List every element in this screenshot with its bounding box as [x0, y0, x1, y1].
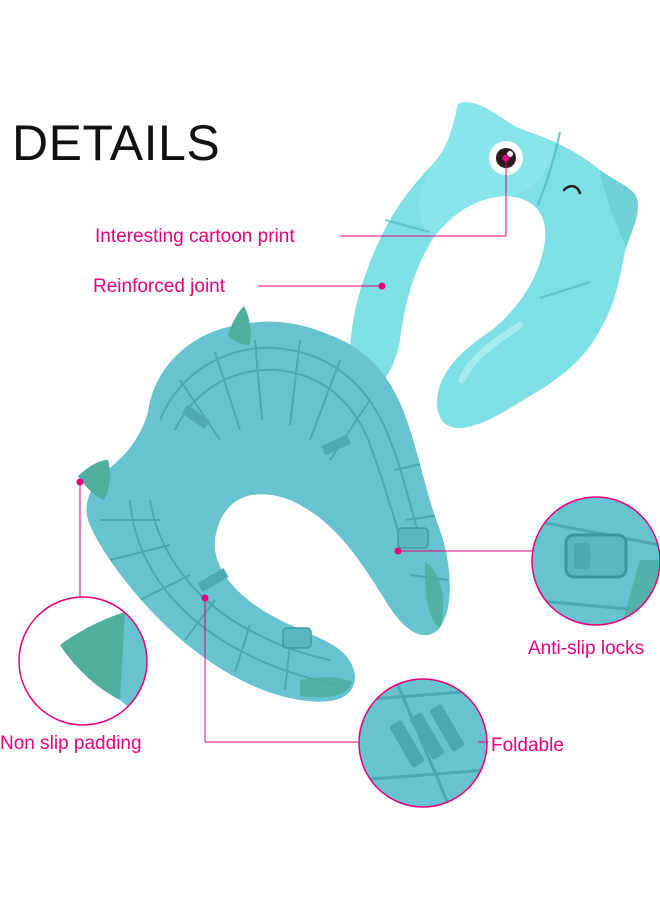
- label-anti-slip-locks: Anti-slip locks: [528, 638, 645, 659]
- label-non-slip-padding: Non slip padding: [0, 733, 142, 754]
- potty-seat-bottom-icon: [78, 306, 450, 702]
- label-reinforced-joint: Reinforced joint: [93, 276, 226, 297]
- callout-dots: [76, 154, 510, 602]
- anti-slip-locks-zoom: [531, 496, 660, 626]
- label-cartoon-print: Interesting cartoon print: [95, 226, 295, 247]
- label-foldable: Foldable: [491, 735, 564, 756]
- non-slip-padding-zoom: [18, 596, 148, 726]
- page-title: DETAILS: [12, 115, 221, 171]
- foldable-zoom: [358, 678, 488, 808]
- potty-seat-top-icon: [350, 102, 638, 429]
- callout-lines: [79, 158, 532, 743]
